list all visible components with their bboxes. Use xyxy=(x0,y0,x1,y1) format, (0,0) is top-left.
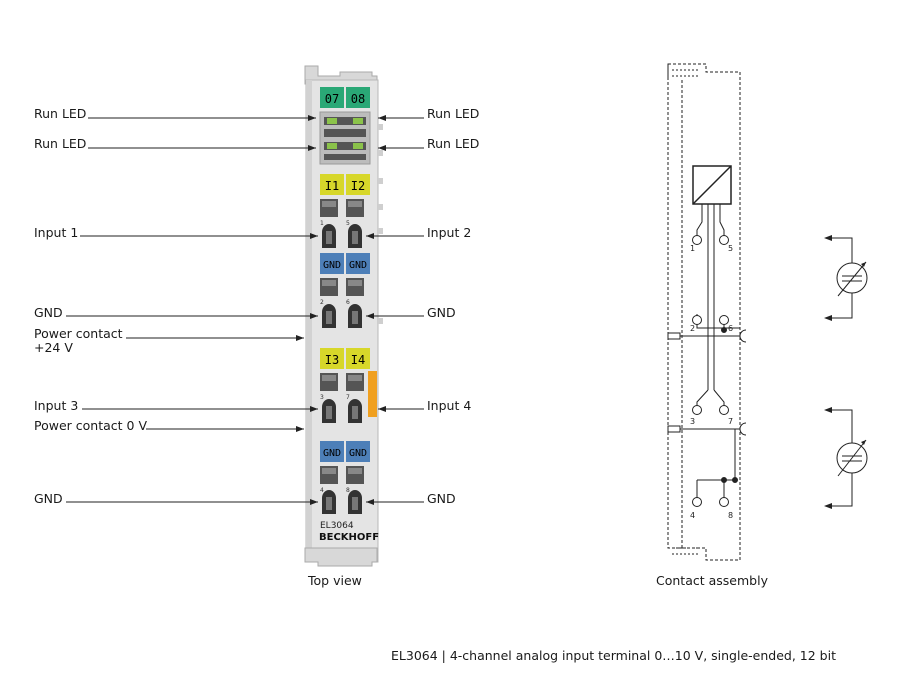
gnd-label-2 xyxy=(346,253,370,274)
label-gnd-right-2: GND xyxy=(427,491,456,506)
gnd-label-1 xyxy=(320,253,344,274)
connector-row-1: 1 5 xyxy=(320,199,364,248)
svg-text:4: 4 xyxy=(690,511,695,520)
run-led-2 xyxy=(353,118,363,124)
gnd-text-2: GND xyxy=(349,260,367,271)
sensor-arrows xyxy=(824,235,866,509)
orange-tab xyxy=(368,371,377,417)
caption-top-view: Top view xyxy=(308,573,362,588)
run-led-4 xyxy=(353,143,363,149)
connector-row-2: 2 6 xyxy=(320,278,364,328)
run-led-3 xyxy=(327,143,337,149)
svg-text:2: 2 xyxy=(320,299,324,306)
svg-text:7: 7 xyxy=(728,417,733,426)
svg-text:1: 1 xyxy=(320,220,324,227)
gnd-label-3 xyxy=(320,441,344,462)
gnd-text-4: GND xyxy=(349,448,367,459)
label-input-1: Input 1 xyxy=(34,225,79,240)
channel-text-i2: I2 xyxy=(351,179,365,193)
channel-text-i1: I1 xyxy=(325,179,339,193)
svg-text:5: 5 xyxy=(346,220,350,227)
caption-contact-assembly: Contact assembly xyxy=(656,573,768,588)
svg-text:8: 8 xyxy=(728,511,733,520)
channel-text-i3: I3 xyxy=(325,353,339,367)
led-label-07 xyxy=(320,87,344,108)
svg-text:7: 7 xyxy=(346,394,350,401)
channel-label-i3 xyxy=(320,348,344,369)
label-gnd-left-1: GND xyxy=(34,305,63,320)
svg-text:3: 3 xyxy=(690,417,695,426)
channel-label-i4 xyxy=(346,348,370,369)
label-run-led-right-1: Run LED xyxy=(427,106,480,121)
contact-assembly-schematic xyxy=(667,63,868,561)
led-text-07: 07 xyxy=(325,92,339,106)
channel-label-i2 xyxy=(346,174,370,195)
led-label-08 xyxy=(346,87,370,108)
channel-label-i1 xyxy=(320,174,344,195)
gnd-text-1: GND xyxy=(323,260,341,271)
label-gnd-right-1: GND xyxy=(427,305,456,320)
label-gnd-left-2: GND xyxy=(34,491,63,506)
run-led-1 xyxy=(327,118,337,124)
contact-pin-numbers: 1 5 2 6 3 7 4 8 xyxy=(690,244,733,520)
led-text-08: 08 xyxy=(351,92,365,106)
connector-row-3: 3 7 xyxy=(320,373,364,423)
label-run-led-left-2: Run LED xyxy=(34,136,87,151)
label-run-led-right-2: Run LED xyxy=(427,136,480,151)
svg-text:6: 6 xyxy=(346,299,350,306)
leader-lines-left xyxy=(66,115,318,505)
leader-lines-right xyxy=(366,115,424,505)
svg-text:2: 2 xyxy=(690,324,695,333)
label-power-contact-24v: Power contact +24 V xyxy=(34,326,123,355)
footer-description: EL3064 | 4-channel analog input terminal… xyxy=(391,648,836,663)
svg-text:8: 8 xyxy=(346,487,350,494)
label-input-3: Input 3 xyxy=(34,398,79,413)
connector-row-4: 4 8 xyxy=(320,466,364,514)
label-run-led-left-1: Run LED xyxy=(34,106,87,121)
gnd-text-3: GND xyxy=(323,448,341,459)
label-power-contact-0v: Power contact 0 V xyxy=(34,418,147,433)
svg-text:5: 5 xyxy=(728,244,733,253)
label-input-2: Input 2 xyxy=(427,225,472,240)
svg-text:6: 6 xyxy=(728,324,733,333)
gnd-label-4 xyxy=(346,441,370,462)
svg-text:4: 4 xyxy=(320,487,324,494)
channel-text-i4: I4 xyxy=(351,353,365,367)
svg-text:3: 3 xyxy=(320,394,324,401)
brand-text: BECKHOFF xyxy=(319,532,379,543)
label-input-4: Input 4 xyxy=(427,398,472,413)
model-text: EL3064 xyxy=(320,521,354,531)
svg-text:1: 1 xyxy=(690,244,695,253)
